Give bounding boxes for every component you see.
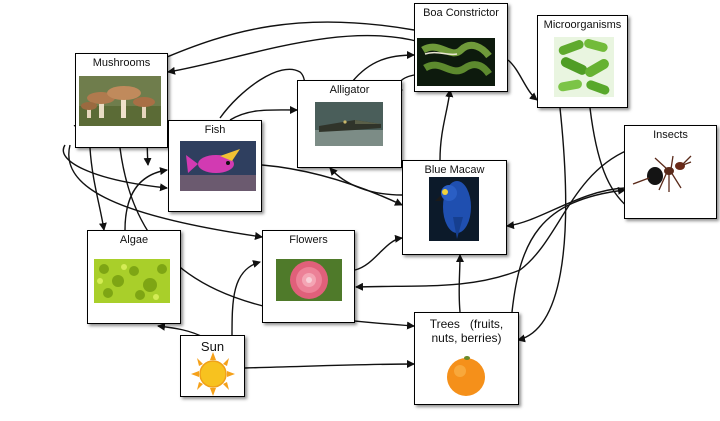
sun-icon — [191, 352, 235, 396]
arrow-trees-to-insects — [511, 186, 626, 313]
arrow-trees-to-macaw — [455, 254, 464, 313]
node-flowers[interactable]: Flowers — [262, 230, 355, 323]
mushrooms-photo — [79, 76, 161, 126]
node-label-algae: Algae — [119, 234, 149, 246]
node-label-microorganisms: Microorganisms — [543, 19, 622, 31]
orange-photo — [447, 356, 485, 396]
arrow-algae-to-fish — [124, 167, 168, 231]
node-alligator[interactable]: Alligator — [297, 80, 402, 168]
node-microorganisms[interactable]: Microorganisms — [537, 15, 628, 108]
node-trees[interactable]: Trees (fruits, nuts, berries) — [414, 312, 519, 405]
node-algae[interactable]: Algae — [87, 230, 181, 324]
node-insects[interactable]: Insects — [624, 125, 717, 219]
arrow-mushrooms-to-algae — [89, 147, 107, 231]
alligator-photo — [315, 102, 383, 146]
node-blue-macaw[interactable]: Blue Macaw — [402, 160, 507, 255]
node-sun[interactable]: Sun — [180, 335, 245, 397]
node-label-mushrooms: Mushrooms — [92, 57, 151, 69]
node-label-insects: Insects — [653, 129, 688, 141]
node-label-boa: Boa Constrictor — [423, 7, 499, 19]
flower-photo — [276, 259, 342, 301]
macaw-photo — [429, 177, 479, 241]
node-label-sun: Sun — [200, 339, 225, 354]
arrow-micro-to-trees — [517, 107, 567, 343]
node-fish[interactable]: Fish — [168, 120, 262, 212]
arrow-macaw-to-boa — [439, 89, 454, 161]
arrow-macaw-to-alligator — [329, 167, 403, 196]
node-label-fish: Fish — [204, 124, 226, 136]
fish-photo — [180, 141, 256, 191]
algae-photo — [94, 259, 170, 303]
arrow-insects-to-macaw — [506, 187, 626, 230]
arrow-fish-to-alligator — [229, 105, 298, 121]
arrow-flowers-to-macaw — [354, 234, 403, 271]
node-label-flowers: Flowers — [289, 234, 328, 246]
arrow-boa-to-micro — [507, 59, 538, 101]
node-label-trees: Trees (fruits, nuts, berries) — [429, 317, 504, 345]
node-label-blue-macaw: Blue Macaw — [424, 164, 485, 176]
arrow-sun-to-trees — [244, 360, 415, 369]
snake-photo — [417, 38, 495, 86]
arrow-fish-to-fish-loop — [62, 144, 168, 192]
arrow-sun-to-flowers — [231, 260, 261, 339]
arrow-fish-to-macaw — [261, 164, 403, 206]
node-label-alligator: Alligator — [329, 84, 370, 96]
arrow-alligator-to-boa — [351, 51, 415, 83]
node-boa-constrictor[interactable]: Boa Constrictor — [414, 3, 508, 92]
node-mushrooms[interactable]: Mushrooms — [75, 53, 168, 148]
ant-photo — [632, 155, 692, 192]
microorganisms-photo — [554, 37, 614, 97]
arrow-boa-to-mushrooms — [167, 34, 421, 75]
